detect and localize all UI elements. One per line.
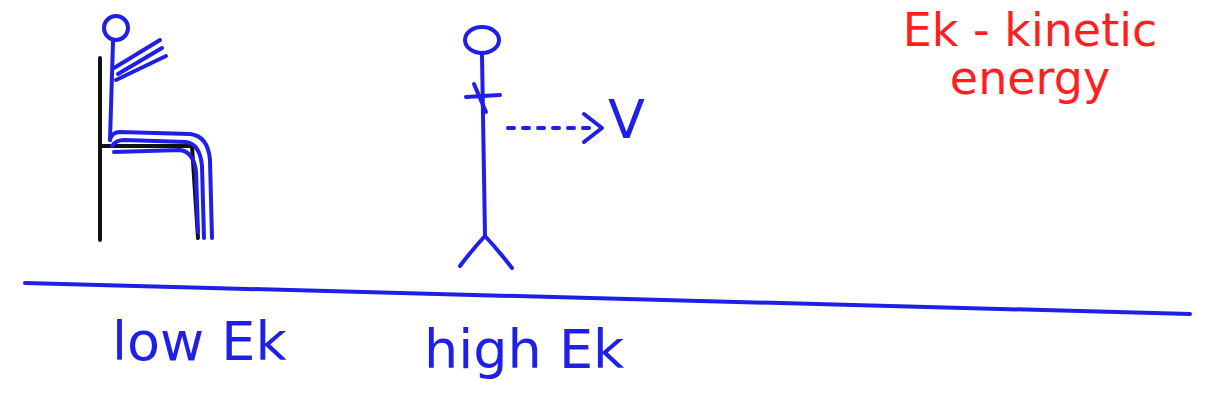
chair	[100, 58, 198, 240]
moving-person	[460, 27, 512, 268]
velocity-arrow	[508, 114, 602, 142]
sitting-person	[104, 16, 212, 238]
ground-line	[25, 283, 1190, 314]
legend-definition: Ek - kinetic energy	[838, 6, 1222, 103]
state-label: low Ek	[112, 314, 287, 371]
velocity-label: V	[608, 92, 645, 149]
state-label: high Ek	[424, 322, 624, 379]
